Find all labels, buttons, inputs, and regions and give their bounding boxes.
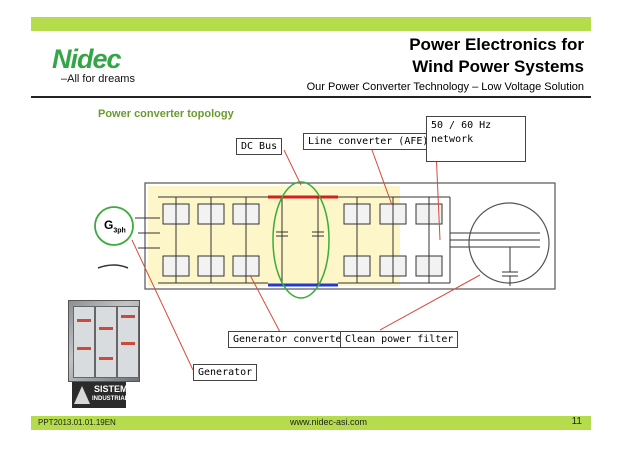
converter-cabinet-image — [68, 300, 140, 382]
sistemi-industriali-logo: SISTEMI INDUSTRIALI — [72, 382, 130, 408]
slide-title-line2: Wind Power Systems — [412, 57, 584, 76]
filter-capacitor — [502, 247, 518, 286]
top-accent-bar — [31, 17, 591, 31]
generator-symbol: G3ph — [104, 218, 126, 235]
slide-title-line1: Power Electronics for — [409, 35, 584, 54]
label-dc-bus: DC Bus — [236, 138, 283, 155]
nidec-logo: Nidec — [52, 44, 122, 74]
generator-converter-bridge — [162, 203, 260, 277]
clean-filter-circle — [468, 202, 550, 284]
slide-subtitle: Our Power Converter Technology – Low Vol… — [306, 81, 584, 93]
sistemi-mark-icon — [74, 386, 90, 404]
label-line-converter: Line converter (AFE) — [303, 133, 434, 150]
converter-frame — [144, 182, 556, 290]
footer-url[interactable]: www.nidec-asi.com — [290, 417, 368, 427]
dc-bus-highlight-circle — [272, 181, 330, 299]
section-title: Power converter topology — [98, 108, 234, 120]
annotation-leaders — [131, 149, 481, 371]
footer-doc-id: PPT2013.01.01.19EN — [38, 418, 116, 427]
label-generator-converter: Generator converter — [228, 331, 353, 348]
label-generator: Generator — [193, 364, 258, 381]
dc-capacitors — [276, 197, 324, 285]
generator-circle — [94, 206, 134, 246]
footer-bar — [31, 416, 591, 430]
page-number: 11 — [571, 416, 582, 427]
label-network: 50 / 60 Hz network — [426, 116, 526, 162]
header-divider — [31, 96, 591, 98]
label-clean-power-filter: Clean power filter — [340, 331, 459, 348]
tagline: –All for dreams — [61, 73, 135, 85]
